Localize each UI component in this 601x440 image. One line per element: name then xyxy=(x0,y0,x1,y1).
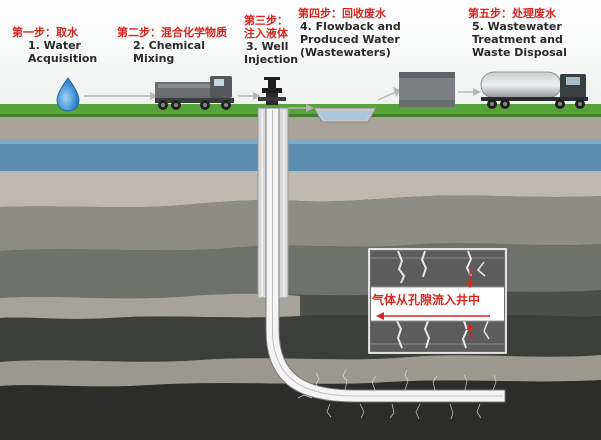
step-1-cn: 第一步：取水 xyxy=(12,26,78,39)
grass-strip xyxy=(0,104,601,115)
step-3-cn-line1: 第三步： xyxy=(244,14,288,27)
step-5-label: 第五步：处理废水 5. Wastewater Treatment and Was… xyxy=(468,7,567,60)
stratum-mid xyxy=(0,195,601,251)
step-5-en-line3: Waste Disposal xyxy=(472,45,567,59)
stratum-bottom-pale xyxy=(0,355,601,387)
stratum-pale xyxy=(0,171,601,208)
step-4-label: 第四步：回收废水 4. Flowback and Produced Water … xyxy=(298,7,401,60)
step-1-label: 第一步：取水 1. Water Acquisition xyxy=(12,26,98,66)
storage-tank-icon xyxy=(399,72,455,107)
stratum-light-lens xyxy=(0,293,300,319)
step-3-cn-line2: 注入液体 xyxy=(244,26,288,40)
aquifer-layer xyxy=(0,139,601,171)
tanker-truck-icon xyxy=(480,71,588,109)
step-4-en-line1: 4. Flowback and xyxy=(300,19,401,33)
fracture-callout xyxy=(368,248,507,354)
step-1-en-line2: Acquisition xyxy=(28,51,98,65)
wastewater-pit-icon xyxy=(313,107,377,123)
step-2-en-line2: Mixing xyxy=(133,51,175,65)
step-5-cn: 第五步：处理废水 xyxy=(468,7,556,20)
mixing-truck-icon xyxy=(155,76,234,110)
step-3-en-line2: Injection xyxy=(244,52,299,66)
step-1-en-line1: 1. Water xyxy=(28,38,81,52)
step-4-cn: 第四步：回收废水 xyxy=(298,7,386,20)
stratum-dark xyxy=(0,314,601,362)
step-3-label: 第三步： 注入液体 3. Well Injection xyxy=(244,14,299,67)
step-5-en-line1: 5. Wastewater xyxy=(472,19,562,33)
flow-arrow-4 xyxy=(377,91,397,101)
step-4-en-line2: Produced Water xyxy=(300,32,400,46)
step-2-en-line1: 2. Chemical xyxy=(133,38,205,52)
step-5-en-line2: Treatment and xyxy=(472,32,563,46)
callout-label: 气体从孔隙流入井中 xyxy=(372,293,481,307)
water-drop-icon xyxy=(56,77,80,112)
wellhead-icon xyxy=(258,77,286,105)
stratum-gray xyxy=(0,243,601,299)
step-2-label: 第二步：混合化学物质 2. Chemical Mixing xyxy=(117,26,227,66)
step-4-en-line3: (Wastewaters) xyxy=(300,45,391,59)
step-3-en-line1: 3. Well xyxy=(246,39,289,53)
step-2-cn: 第二步：混合化学物质 xyxy=(117,26,227,39)
fracture-network xyxy=(297,368,497,420)
topsoil xyxy=(0,117,601,139)
wellbore xyxy=(265,107,506,403)
